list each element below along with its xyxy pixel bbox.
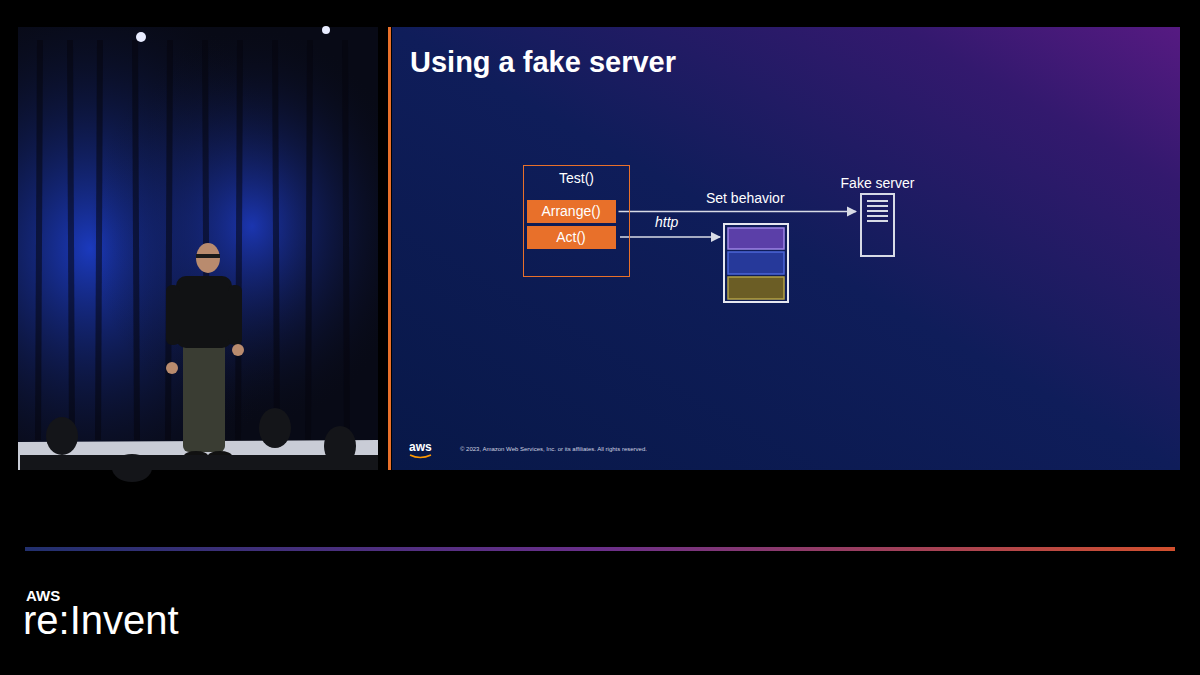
server-lines bbox=[862, 195, 893, 255]
server-line bbox=[867, 220, 888, 222]
slide-title: Using a fake server bbox=[410, 46, 676, 79]
event-logo: re:Invent bbox=[23, 600, 179, 640]
speaker-video bbox=[18, 26, 378, 482]
slide-ground bbox=[392, 27, 1180, 470]
edge-label: Set behavior bbox=[706, 191, 785, 205]
spotlight bbox=[322, 26, 330, 34]
stack-layer bbox=[728, 252, 784, 274]
method-box: Arrange() bbox=[527, 200, 616, 223]
stack-layer bbox=[728, 277, 784, 299]
slide-accent-line bbox=[388, 27, 391, 470]
protocol-label: http bbox=[655, 215, 678, 229]
http-arrow bbox=[620, 236, 720, 238]
service-stack bbox=[724, 224, 788, 302]
spotlight bbox=[136, 32, 146, 42]
stack-outline bbox=[724, 224, 788, 302]
server-label: Fake server bbox=[841, 175, 915, 191]
stack-layer bbox=[728, 228, 784, 249]
audience-heads bbox=[20, 408, 378, 482]
gradient-bar bbox=[25, 547, 1175, 551]
test-box: Test() Arrange() Act() bbox=[523, 165, 630, 277]
aws-logo: aws bbox=[409, 441, 432, 453]
curtain-glow bbox=[18, 27, 378, 470]
server-line bbox=[867, 215, 888, 217]
speaker-figure bbox=[166, 243, 244, 461]
curtain-glow bbox=[18, 27, 378, 470]
node-label: Test() bbox=[524, 170, 629, 186]
server-line bbox=[867, 205, 888, 207]
server-icon: Fake server bbox=[860, 193, 895, 257]
video-ground bbox=[18, 27, 378, 470]
node-label: Act() bbox=[556, 229, 586, 245]
server-line bbox=[867, 200, 888, 202]
server-line bbox=[867, 210, 888, 212]
copyright-note: © 2023, Amazon Web Services, Inc. or its… bbox=[460, 446, 647, 452]
node-label: Arrange() bbox=[541, 203, 600, 219]
method-box: Act() bbox=[527, 226, 616, 249]
aws-smile bbox=[410, 455, 431, 458]
connector-arrow bbox=[619, 211, 857, 213]
